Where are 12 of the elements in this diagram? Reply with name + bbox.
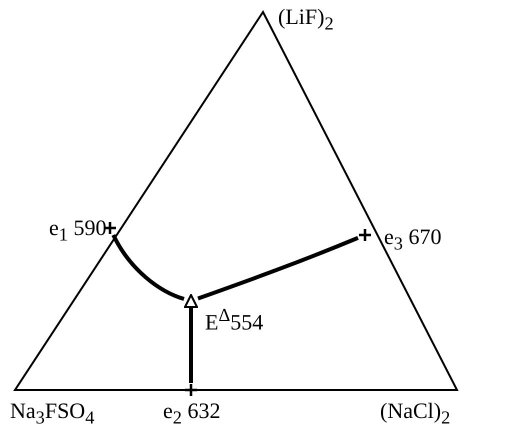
vertex-label: (NaCl)$_{2}$ [380,400,450,427]
point-label: e$_{1}$ 590 [49,217,106,244]
phase-boundary-curve [189,308,193,383]
point-label: e$_{2}$ 632 [163,400,220,427]
point-marker [358,228,372,242]
vertex-label: Na$_{3}$FSO$_{4}$ [10,400,94,427]
point-label: E$^{Δ}$554 [205,306,264,334]
vertex-label: (LiF)$_{2}$ [278,6,334,33]
point-marker [184,383,198,397]
eutectic-marker [184,294,198,308]
point-label: e$_{3}$ 670 [384,226,442,253]
phase-boundary-curve [112,234,185,301]
